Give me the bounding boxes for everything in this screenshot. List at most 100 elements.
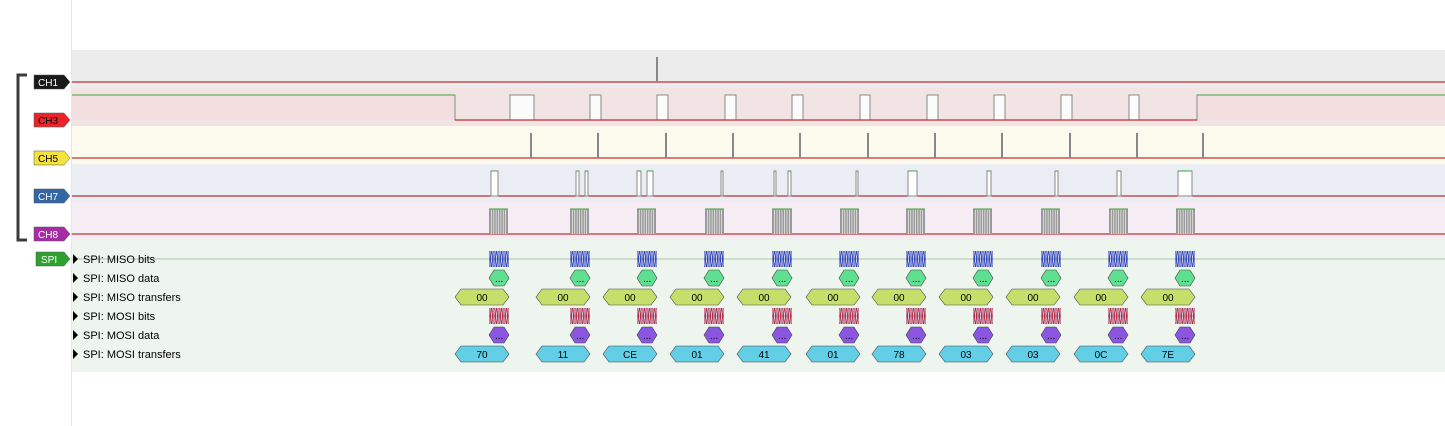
- bit-annotation-cell[interactable]: [923, 307, 927, 325]
- transfer-annotation[interactable]: 00: [535, 288, 591, 306]
- transfer-annotation-hex[interactable]: [1005, 345, 1061, 363]
- transfer-annotation-hex[interactable]: [535, 288, 591, 306]
- transfer-annotation-hex[interactable]: [871, 288, 927, 306]
- bit-annotation-group[interactable]: [703, 250, 725, 268]
- data-annotation-hex[interactable]: [1040, 269, 1062, 287]
- data-annotation-hex[interactable]: [771, 326, 793, 344]
- transfer-annotation[interactable]: 00: [1140, 288, 1196, 306]
- data-annotation[interactable]: ...: [972, 269, 994, 287]
- transfer-annotation-hex[interactable]: [535, 345, 591, 363]
- data-annotation[interactable]: ...: [636, 326, 658, 344]
- bit-annotation-group[interactable]: [488, 307, 510, 325]
- expand-triangle-icon[interactable]: [73, 254, 78, 264]
- transfer-annotation-hex[interactable]: [805, 288, 861, 306]
- data-annotation-hex[interactable]: [636, 269, 658, 287]
- bit-annotation-group[interactable]: [771, 307, 793, 325]
- transfer-annotation[interactable]: 11: [535, 345, 591, 363]
- transfer-annotation-hex[interactable]: [602, 288, 658, 306]
- data-annotation[interactable]: ...: [488, 326, 510, 344]
- bit-annotation-group[interactable]: [1107, 307, 1129, 325]
- bit-annotation-group[interactable]: [636, 307, 658, 325]
- transfer-annotation-hex[interactable]: [938, 288, 994, 306]
- transfer-annotation-hex[interactable]: [805, 345, 861, 363]
- data-annotation-hex[interactable]: [488, 326, 510, 344]
- bit-annotation-group[interactable]: [905, 307, 927, 325]
- data-annotation-hex[interactable]: [1107, 269, 1129, 287]
- expand-triangle-icon[interactable]: [73, 292, 78, 302]
- channel-badge-ch1[interactable]: CH1: [33, 74, 71, 90]
- bit-annotation-group[interactable]: [1174, 250, 1196, 268]
- bit-annotation-cell[interactable]: [1058, 250, 1062, 268]
- transfer-annotation[interactable]: 01: [805, 345, 861, 363]
- transfer-annotation[interactable]: 0C: [1073, 345, 1129, 363]
- transfer-annotation[interactable]: 00: [1073, 288, 1129, 306]
- bit-annotation-group[interactable]: [1040, 250, 1062, 268]
- data-annotation-hex[interactable]: [771, 269, 793, 287]
- channel-badge-ch7[interactable]: CH7: [33, 188, 71, 204]
- bit-annotation-group[interactable]: [488, 250, 510, 268]
- bit-annotation-cell[interactable]: [721, 250, 725, 268]
- transfer-annotation-hex[interactable]: [602, 345, 658, 363]
- transfer-annotation[interactable]: 00: [871, 288, 927, 306]
- transfer-annotation[interactable]: 00: [602, 288, 658, 306]
- transfer-annotation-hex[interactable]: [938, 345, 994, 363]
- expand-triangle-icon[interactable]: [73, 330, 78, 340]
- transfer-annotation-hex[interactable]: [669, 288, 725, 306]
- bit-annotation-group[interactable]: [905, 250, 927, 268]
- data-annotation-hex[interactable]: [972, 326, 994, 344]
- channel-badge-ch5[interactable]: CH5: [33, 150, 71, 166]
- data-annotation-hex[interactable]: [636, 326, 658, 344]
- data-annotation-hex[interactable]: [838, 326, 860, 344]
- bit-annotation-cell[interactable]: [1125, 250, 1129, 268]
- channel-group-bracket[interactable]: [16, 73, 27, 242]
- bit-annotation-cell[interactable]: [789, 307, 793, 325]
- transfer-annotation-hex[interactable]: [1140, 288, 1196, 306]
- bit-annotation-cell[interactable]: [789, 250, 793, 268]
- bit-annotation-cell[interactable]: [506, 307, 510, 325]
- data-annotation[interactable]: ...: [905, 269, 927, 287]
- channel-badge-shape[interactable]: [33, 74, 71, 90]
- bit-annotation-group[interactable]: [838, 250, 860, 268]
- bit-annotation-group[interactable]: [972, 307, 994, 325]
- transfer-annotation-hex[interactable]: [736, 345, 792, 363]
- decoder-row-mosi-data[interactable]: SPI: MOSI data..........................…: [73, 326, 1196, 344]
- bit-annotation-group[interactable]: [838, 307, 860, 325]
- channel-badge-shape[interactable]: [33, 112, 71, 128]
- transfer-annotation[interactable]: 00: [938, 288, 994, 306]
- data-annotation[interactable]: ...: [838, 269, 860, 287]
- bit-annotation-cell[interactable]: [990, 307, 994, 325]
- data-annotation[interactable]: ...: [1174, 326, 1196, 344]
- transfer-annotation-hex[interactable]: [669, 345, 725, 363]
- expand-triangle-icon[interactable]: [73, 311, 78, 321]
- bit-annotation-group[interactable]: [972, 250, 994, 268]
- transfer-annotation[interactable]: 41: [736, 345, 792, 363]
- data-annotation[interactable]: ...: [1040, 326, 1062, 344]
- data-annotation[interactable]: ...: [972, 326, 994, 344]
- bit-annotation-cell[interactable]: [856, 250, 860, 268]
- data-annotation[interactable]: ...: [703, 326, 725, 344]
- data-annotation[interactable]: ...: [488, 269, 510, 287]
- data-annotation-hex[interactable]: [905, 269, 927, 287]
- transfer-annotation[interactable]: 7E: [1140, 345, 1196, 363]
- transfer-annotation[interactable]: 01: [669, 345, 725, 363]
- bit-annotation-group[interactable]: [636, 250, 658, 268]
- bit-annotation-cell[interactable]: [587, 250, 591, 268]
- bit-annotation-group[interactable]: [703, 307, 725, 325]
- transfer-annotation[interactable]: 78: [871, 345, 927, 363]
- channel-badge-ch8[interactable]: CH8: [33, 226, 71, 242]
- bit-annotation-cell[interactable]: [856, 307, 860, 325]
- decoder-row-miso-bits[interactable]: SPI: MISO bits: [73, 250, 1196, 268]
- bit-annotation-cell[interactable]: [654, 250, 658, 268]
- data-annotation[interactable]: ...: [703, 269, 725, 287]
- data-annotation-hex[interactable]: [703, 269, 725, 287]
- decoder-row-miso-data[interactable]: SPI: MISO data..........................…: [73, 269, 1196, 287]
- bit-annotation-cell[interactable]: [587, 307, 591, 325]
- channel-badge-shape[interactable]: [33, 150, 71, 166]
- data-annotation-hex[interactable]: [569, 269, 591, 287]
- transfer-annotation-hex[interactable]: [1073, 288, 1129, 306]
- data-annotation[interactable]: ...: [838, 326, 860, 344]
- bit-annotation-cell[interactable]: [1125, 307, 1129, 325]
- data-annotation[interactable]: ...: [1040, 269, 1062, 287]
